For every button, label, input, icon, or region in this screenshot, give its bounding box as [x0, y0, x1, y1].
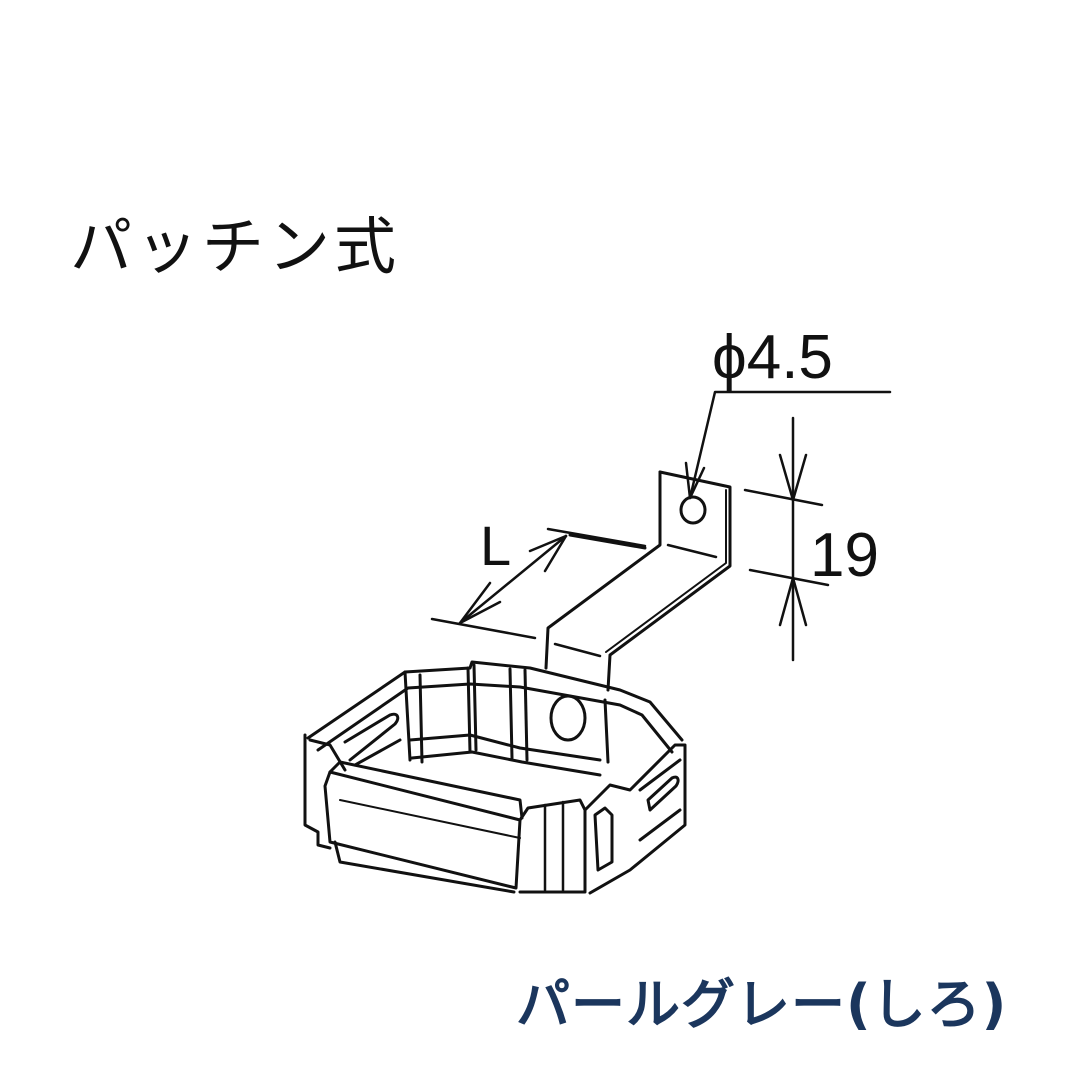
hole-leader	[684, 390, 892, 500]
color-caption: パールグレー(しろ)	[516, 973, 1008, 1036]
clamp-ring	[303, 660, 687, 895]
mounting-tab	[544, 470, 732, 692]
height-dimension	[743, 416, 830, 662]
length-label: L	[480, 514, 511, 577]
length-dimension	[430, 527, 647, 640]
hole-diameter-label: ϕ4.5	[712, 323, 833, 392]
mounting-hole	[679, 495, 707, 525]
tab-height-label: 19	[810, 521, 879, 590]
product-type-title: パッチン式	[70, 210, 401, 283]
